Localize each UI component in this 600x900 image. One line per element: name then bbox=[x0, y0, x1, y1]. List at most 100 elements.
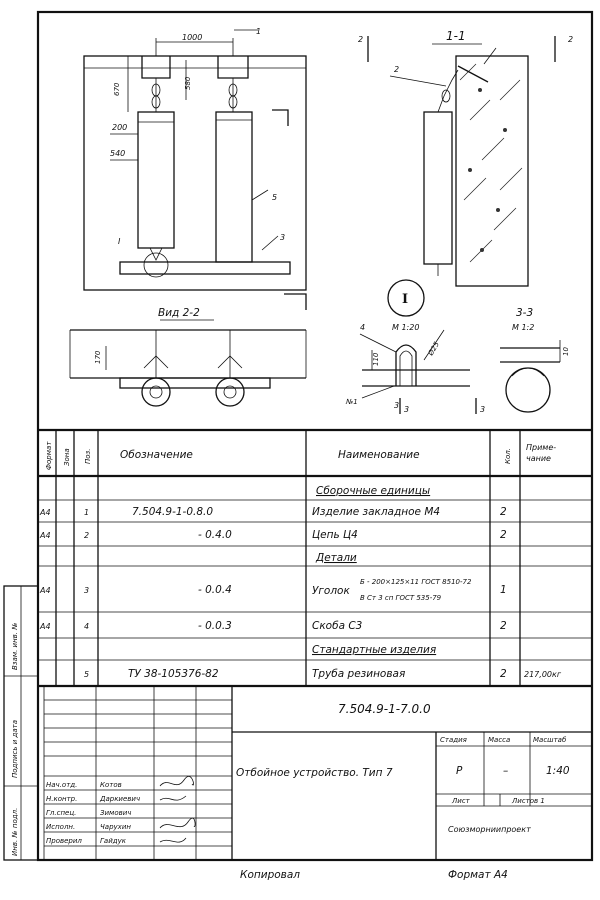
section-3-3-view bbox=[500, 340, 561, 413]
pos-label-5: 5 bbox=[272, 193, 277, 202]
title-block-grid bbox=[43, 686, 592, 860]
row-1-qty: 2 bbox=[500, 506, 507, 518]
role-2: Гл.спец. bbox=[46, 809, 76, 817]
row-5-designation: - 0.0.3 bbox=[198, 620, 232, 632]
signature-scribble bbox=[159, 776, 194, 787]
role-3: Исполн. bbox=[46, 823, 75, 831]
signature-scribble bbox=[159, 817, 196, 829]
col-header-designation: Обозначение bbox=[120, 449, 193, 461]
dim-110: 110 bbox=[372, 352, 380, 366]
side-stamp bbox=[3, 585, 39, 861]
doc-title: Отбойное устройство. Тип 7 bbox=[236, 767, 393, 779]
role-1-name: Даркиевич bbox=[99, 795, 140, 803]
row-4-name-line2: В Ст 3 сп ГОСТ 535-79 bbox=[360, 594, 442, 602]
pos-label-1: 1 bbox=[256, 27, 261, 36]
section-label-3b: 3 bbox=[480, 405, 485, 414]
scale-label: Масштаб bbox=[533, 736, 567, 744]
stage-value: Р bbox=[456, 765, 463, 777]
row-4-name: Уголок bbox=[312, 585, 350, 597]
sheet-label: Лист bbox=[451, 797, 471, 805]
role-3-name: Чарухин bbox=[100, 823, 131, 831]
mass-value: – bbox=[503, 765, 508, 777]
pos-label-2: 2 bbox=[394, 65, 399, 74]
scale-value: 1:40 bbox=[546, 765, 570, 777]
section-label-2b: 2 bbox=[568, 35, 573, 44]
role-0-name: Котов bbox=[100, 781, 122, 789]
stamp-sign-date: Подпись и дата bbox=[11, 720, 19, 778]
pos-label-I: I bbox=[118, 237, 121, 246]
role-4-name: Гайдук bbox=[100, 837, 127, 845]
view-2-2 bbox=[69, 319, 307, 407]
col-header-note-line1: Приме- bbox=[526, 443, 556, 452]
row-4-qty: 1 bbox=[500, 584, 507, 596]
section-label-3a: 3 bbox=[394, 401, 399, 410]
dim-670: 670 bbox=[113, 82, 121, 96]
section-1-1-view bbox=[367, 36, 556, 287]
stamp-vzam-inv: Взам. инв. № bbox=[11, 622, 19, 670]
col-header-pos: Поз. bbox=[84, 449, 92, 465]
view-2-2-title: Вид 2-2 bbox=[158, 307, 200, 319]
detail-I-scale: М 1:20 bbox=[392, 323, 419, 332]
dim-1000: 1000 bbox=[182, 33, 202, 42]
row-4-name-line1: Б - 200×125×11 ГОСТ 8510-72 bbox=[360, 578, 472, 586]
spec-table-grid bbox=[38, 428, 592, 688]
pos-label-3b: 3 bbox=[404, 405, 409, 414]
col-header-zone: Зона bbox=[63, 448, 71, 466]
col-header-note: Приме- чание bbox=[526, 443, 559, 463]
footer-copied: Копировал bbox=[240, 869, 300, 881]
section-label-2a: 2 bbox=[358, 35, 363, 44]
row-7-qty: 2 bbox=[500, 668, 507, 680]
stage-label: Стадия bbox=[440, 736, 467, 744]
col-header-note-line2: чание bbox=[526, 454, 551, 463]
sheets-label: Листов 1 bbox=[511, 797, 545, 805]
row-2-name: Цепь Ц4 bbox=[312, 529, 358, 541]
row-1-name: Изделие закладное М4 bbox=[312, 506, 440, 518]
row-4-format: А4 bbox=[39, 586, 51, 595]
row-7-note: 217,00кг bbox=[524, 670, 562, 679]
front-view bbox=[83, 29, 307, 310]
stamp-inv-no: Инв. № подл. bbox=[11, 808, 19, 856]
row-2-format: А4 bbox=[39, 531, 51, 540]
row-2-pos: 2 bbox=[84, 531, 89, 540]
footer-format: Формат А4 bbox=[448, 869, 508, 881]
role-0: Нач.отд. bbox=[46, 781, 77, 789]
dim-d25: Ø25 bbox=[426, 340, 441, 358]
row-5-pos: 4 bbox=[84, 622, 89, 631]
row-5-name: Скоба С3 bbox=[312, 620, 362, 632]
role-1: Н.контр. bbox=[46, 795, 77, 803]
role-4: Проверил bbox=[46, 837, 82, 845]
row-5-format: А4 bbox=[39, 622, 51, 631]
dim-10: 10 bbox=[562, 347, 570, 356]
section-3-3-title: 3-3 bbox=[516, 307, 533, 319]
dim-170: 170 bbox=[94, 350, 102, 364]
pos-label-4: 4 bbox=[360, 323, 365, 332]
row-2-designation: - 0.4.0 bbox=[198, 529, 232, 541]
dim-580: 580 bbox=[184, 76, 192, 90]
callout-n1: №1 bbox=[345, 398, 358, 406]
detail-I-roman: I bbox=[402, 292, 408, 307]
signature-scribble bbox=[159, 795, 187, 801]
pos-label-3: 3 bbox=[280, 233, 285, 242]
doc-number: 7.504.9-1-7.0.0 bbox=[338, 702, 431, 716]
row-2-qty: 2 bbox=[500, 529, 507, 541]
row-7-pos: 5 bbox=[84, 670, 89, 679]
section-1-1-title: 1-1 bbox=[446, 29, 466, 43]
dim-540: 540 bbox=[110, 149, 125, 158]
row-section-standard: Стандартные изделия bbox=[312, 644, 436, 656]
row-1-pos: 1 bbox=[84, 508, 89, 517]
row-5-qty: 2 bbox=[500, 620, 507, 632]
sheet-frame bbox=[36, 10, 594, 862]
row-section-parts: Детали bbox=[315, 552, 357, 564]
col-header-name: Наименование bbox=[338, 449, 420, 461]
role-2-name: Зимович bbox=[100, 809, 131, 817]
mass-label: Масса bbox=[488, 736, 510, 744]
org-name: Союзморниипроект bbox=[448, 825, 531, 834]
row-7-name: Труба резиновая bbox=[312, 668, 405, 680]
signature-scribble bbox=[159, 837, 187, 843]
col-header-qty: Кол. bbox=[504, 448, 512, 464]
row-1-format: А4 bbox=[39, 508, 51, 517]
section-3-3-scale: М 1:2 bbox=[512, 323, 534, 332]
row-section-assembly: Сборочные единицы bbox=[316, 485, 430, 497]
row-7-designation: ТУ 38-105376-82 bbox=[128, 668, 219, 680]
